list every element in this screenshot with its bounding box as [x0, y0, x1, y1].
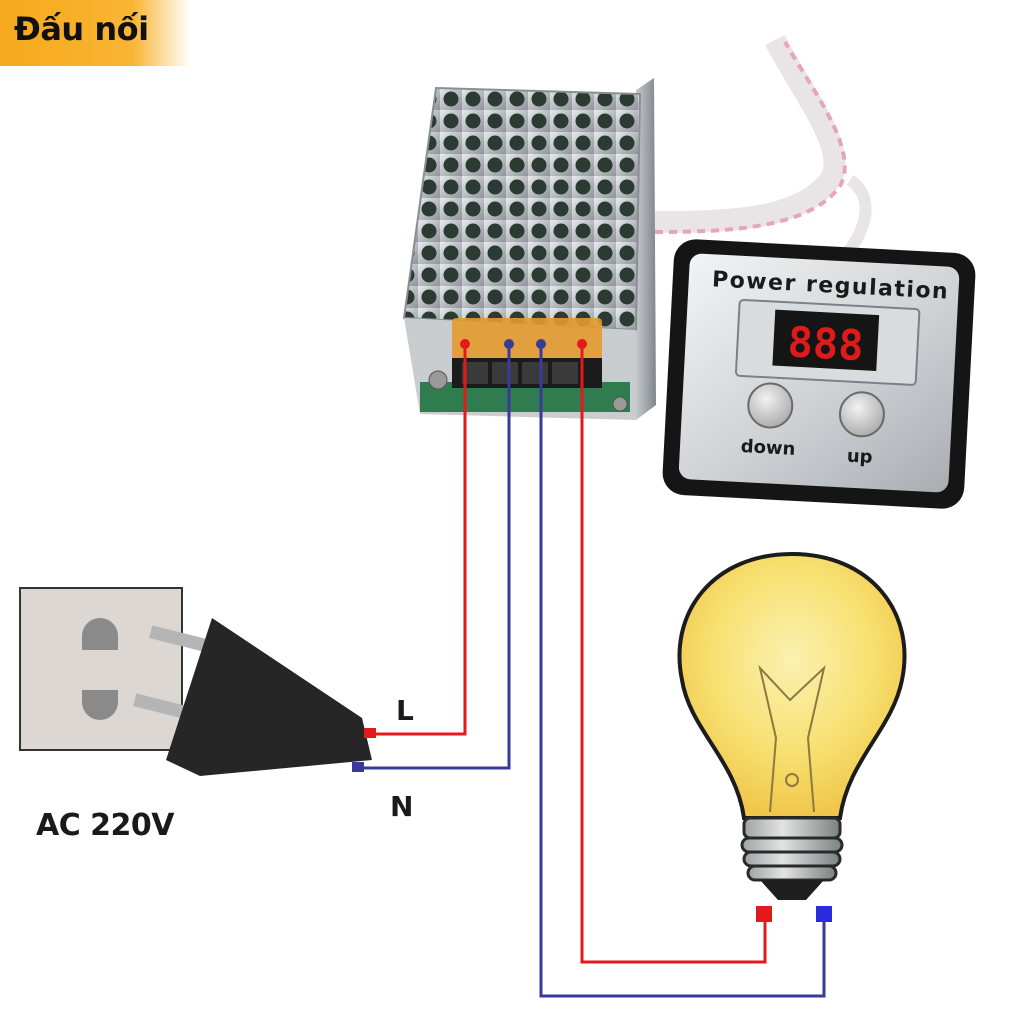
down-button[interactable] — [747, 382, 794, 429]
neutral-wire-input — [360, 344, 511, 770]
ribbon-cable — [654, 35, 872, 260]
wiring — [360, 344, 826, 998]
segment-display: 888 — [786, 317, 864, 370]
page-title: Đấu nối — [14, 10, 149, 48]
neutral-label: N — [390, 790, 414, 823]
title-badge: Đấu nối — [0, 0, 190, 66]
neutral-wire-output — [539, 344, 826, 998]
control-panel-icon: Power regulation 888 down up — [662, 239, 976, 509]
dimmer-module-icon — [402, 78, 656, 420]
up-label: up — [846, 446, 873, 468]
down-label: down — [740, 436, 796, 460]
live-wire-output — [580, 344, 767, 964]
live-label: L — [396, 694, 414, 727]
wall-socket-icon — [19, 587, 183, 751]
up-button[interactable] — [838, 391, 885, 438]
live-wire-input — [370, 344, 467, 736]
light-bulb-icon — [677, 551, 907, 922]
terminal-dots — [460, 339, 587, 349]
power-plug-icon — [133, 618, 376, 776]
supply-label: AC 220V — [36, 808, 175, 843]
